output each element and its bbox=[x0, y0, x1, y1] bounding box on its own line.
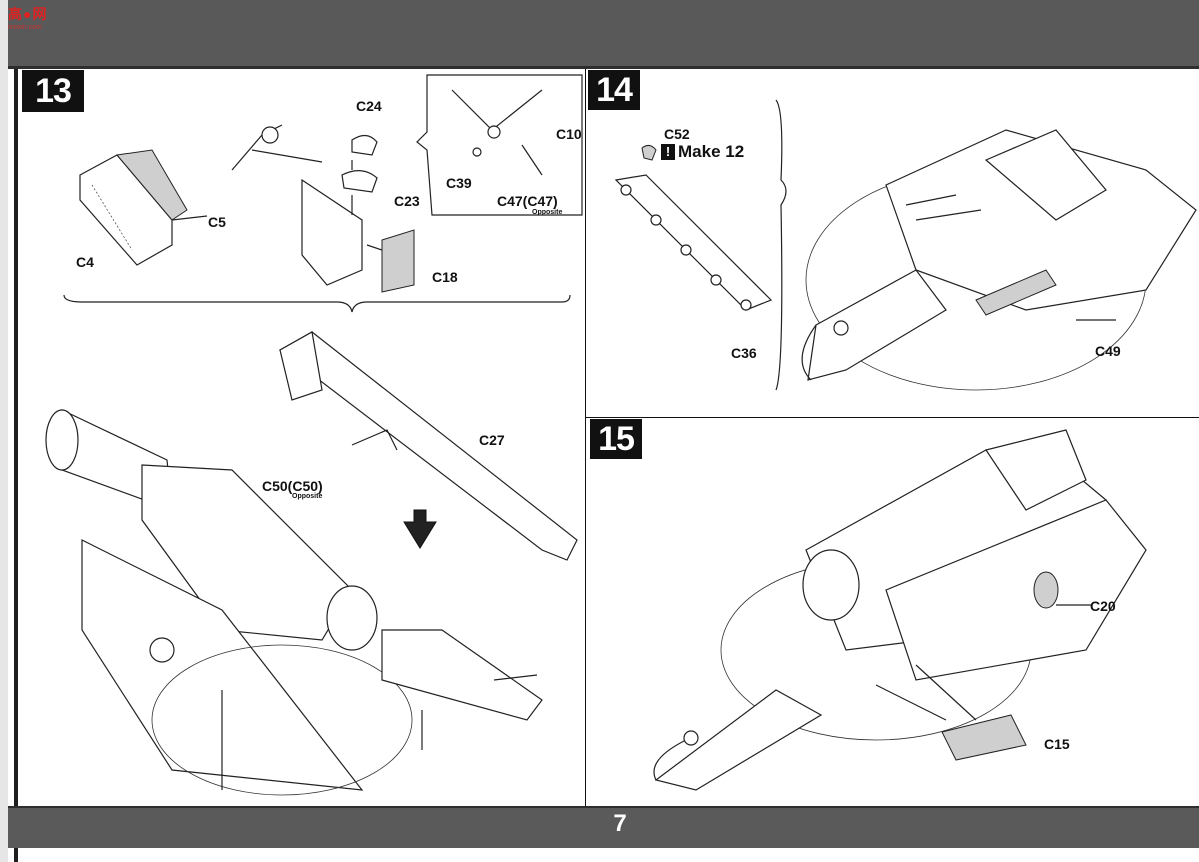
label-c24: C24 bbox=[356, 98, 382, 114]
label-c52: C52 bbox=[664, 126, 690, 142]
step-13-badge: 13 bbox=[22, 70, 84, 112]
label-c5: C5 bbox=[208, 214, 226, 230]
label-c36: C36 bbox=[731, 345, 757, 361]
label-c18: C18 bbox=[432, 269, 458, 285]
trail bbox=[654, 689, 823, 791]
label-c50-opposite: Opposite bbox=[292, 493, 323, 500]
label-c27: C27 bbox=[479, 432, 505, 448]
step13-brace bbox=[63, 294, 571, 313]
step-15-badge: 15 bbox=[590, 419, 642, 459]
watermark: 高●网 moxin.com bbox=[8, 4, 47, 31]
c27-beam bbox=[278, 331, 578, 561]
c24-c23-c18-parts bbox=[231, 124, 415, 293]
detail-inset bbox=[416, 74, 583, 216]
make-12-note: ! Make 12 bbox=[661, 142, 744, 162]
c20-part bbox=[1033, 571, 1059, 609]
header-bar bbox=[8, 0, 1199, 69]
label-c4: C4 bbox=[76, 254, 94, 270]
step14-illustration bbox=[614, 99, 1197, 391]
step14-brace bbox=[775, 99, 787, 391]
label-c10: C10 bbox=[556, 126, 582, 142]
step-14-badge: 14 bbox=[588, 70, 640, 110]
step13-panel bbox=[22, 69, 586, 806]
main-gun-assembly bbox=[45, 409, 543, 796]
step13-illustration bbox=[45, 74, 583, 796]
label-c50: C50(C50) bbox=[262, 478, 323, 494]
footer-bar bbox=[8, 806, 1199, 848]
c4-c5-parts bbox=[79, 149, 208, 266]
binding-spine bbox=[14, 0, 18, 862]
step14-gun-assembly bbox=[801, 129, 1197, 391]
make-12-text: Make 12 bbox=[678, 142, 745, 161]
label-c49: C49 bbox=[1095, 343, 1121, 359]
page-left-margin bbox=[0, 0, 8, 862]
warning-icon: ! bbox=[661, 144, 675, 160]
label-c47-opposite: Opposite bbox=[532, 209, 563, 216]
label-c23: C23 bbox=[394, 193, 420, 209]
page-number: 7 bbox=[613, 810, 627, 837]
label-c20: C20 bbox=[1090, 598, 1116, 614]
label-c39: C39 bbox=[446, 175, 472, 191]
step15-illustration bbox=[653, 429, 1147, 791]
watermark-url: moxin.com bbox=[8, 24, 42, 31]
label-c15: C15 bbox=[1044, 736, 1070, 752]
step14-panel bbox=[585, 69, 1199, 418]
c15-plate bbox=[941, 714, 1027, 761]
watermark-logo: 高●网 bbox=[8, 6, 48, 22]
label-c47: C47(C47) bbox=[497, 193, 558, 209]
c36-track bbox=[614, 144, 773, 311]
